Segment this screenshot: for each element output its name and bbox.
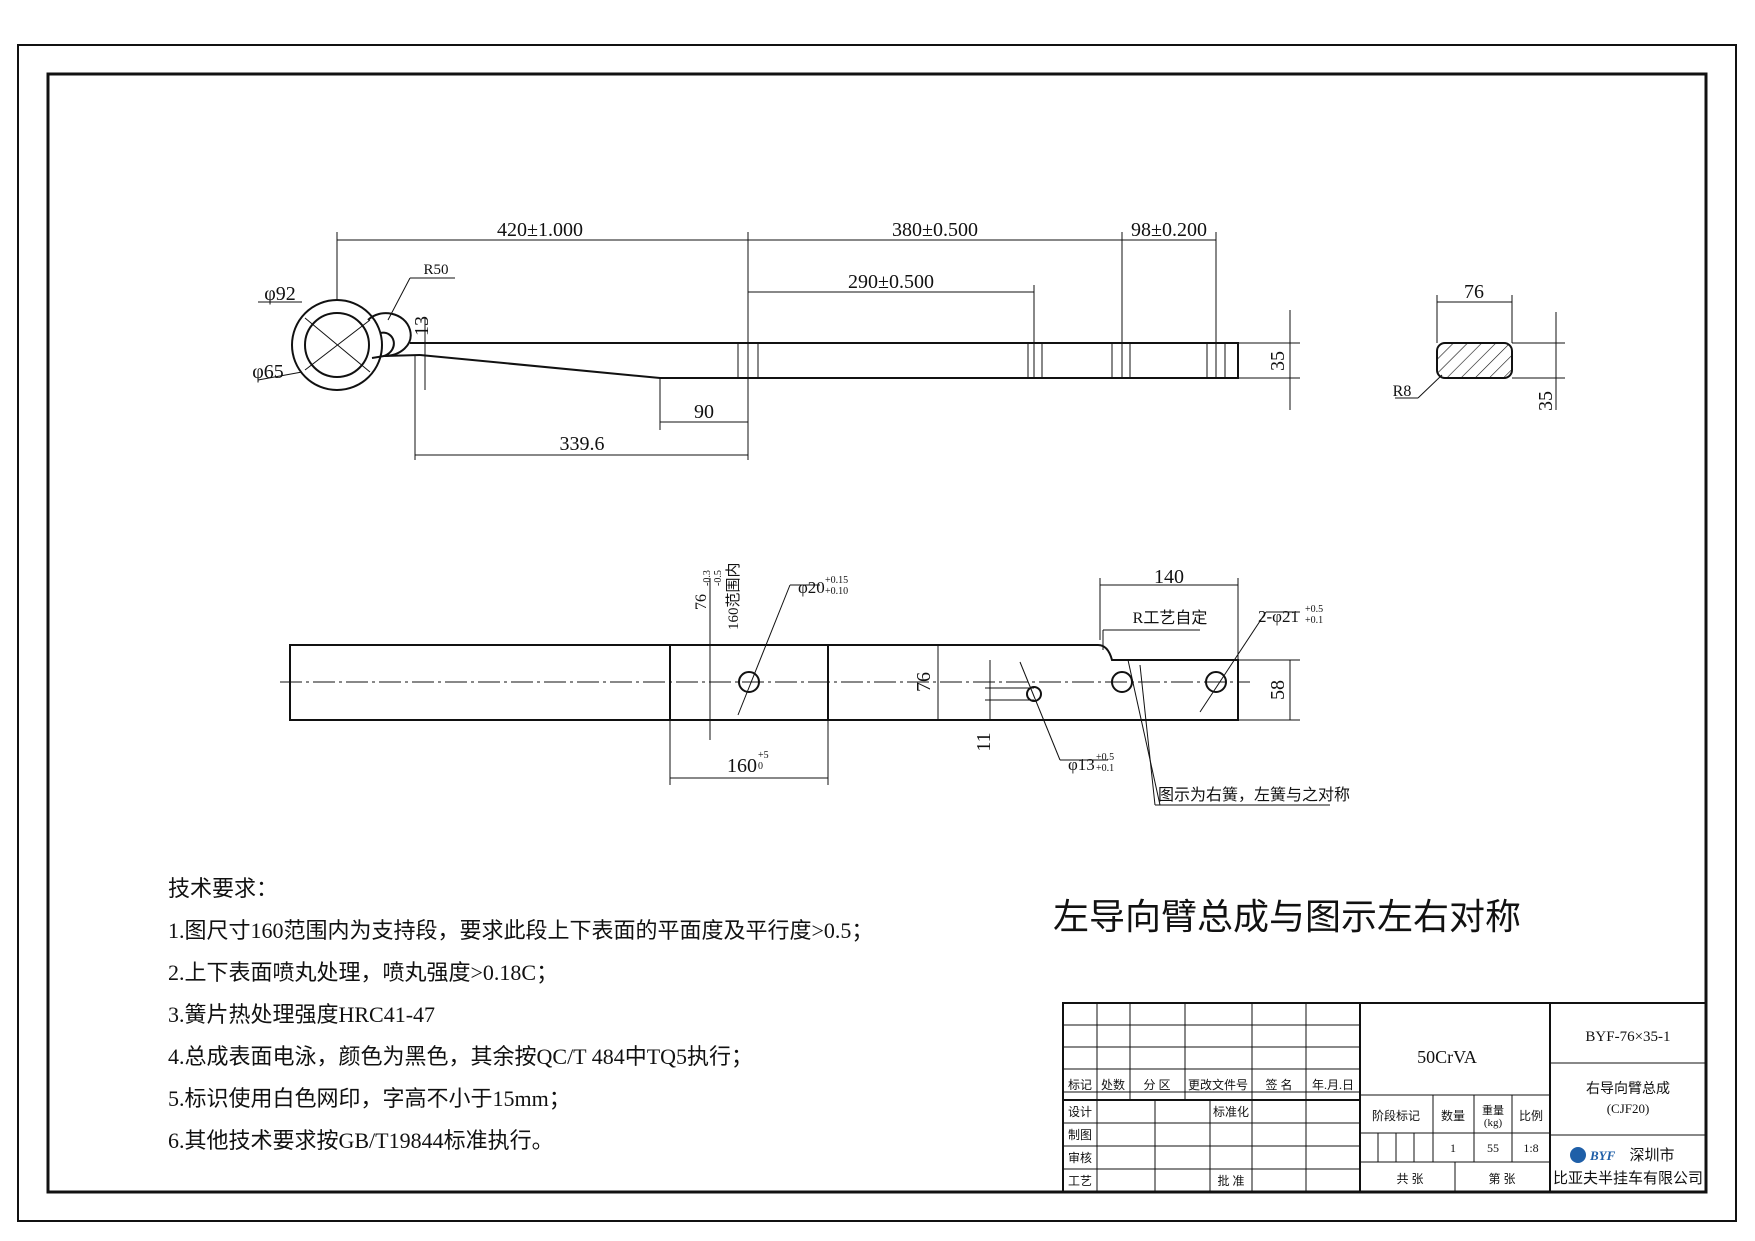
tech-requirement-2: 2.上下表面喷丸处理，喷丸强度>0.18C； — [168, 960, 559, 985]
rev-header-5: 年.月.日 — [1312, 1078, 1354, 1092]
dim-diameter-65: φ65 — [252, 361, 284, 383]
eye-inner-circle — [304, 312, 370, 378]
plan-dim-140: 140 — [1154, 566, 1184, 588]
plan-dim-11: 11 — [973, 732, 995, 751]
dim-13: 13 — [411, 316, 433, 336]
tech-requirements: 技术要求： 1.图尺寸160范围内为支持段，要求此段上下表面的平面度及平行度>0… — [168, 868, 873, 1162]
plan-dim-160: 160 — [727, 755, 757, 777]
plan-note-r: R工艺自定 — [1133, 609, 1208, 627]
stage-label: 阶段标记 — [1372, 1108, 1420, 1123]
rev-header-0: 标记 — [1068, 1078, 1092, 1092]
part-name: 右导向臂总成 — [1586, 1081, 1670, 1097]
blade-outline — [410, 342, 1239, 379]
weight-label: 重量(kg) — [1482, 1103, 1504, 1129]
row-process: 工艺 — [1068, 1174, 1092, 1188]
company-city: 深圳市 — [1629, 1147, 1674, 1164]
section-view: 76 R8 35 — [1393, 281, 1565, 411]
tech-requirement-5: 5.标识使用白色网印，字高不小于15mm； — [168, 1086, 571, 1111]
symmetry-note: 左导向臂总成与图示左右对称 — [1053, 897, 1522, 937]
drawing-no: BYF-76×35-1 — [1585, 1029, 1670, 1045]
qty-label: 数量 — [1441, 1108, 1465, 1123]
blade-join — [383, 354, 421, 357]
side-view-dimensions — [257, 232, 1300, 460]
row-design: 设计 — [1068, 1105, 1092, 1119]
inner-border — [46, 72, 1708, 1194]
part-code: (CJF20) — [1607, 1101, 1650, 1116]
plan-outline — [289, 644, 1239, 721]
plan-view-dimensions — [669, 578, 1330, 806]
dim-length-420: 420±1.000 — [497, 219, 583, 241]
scale-label: 比例 — [1519, 1109, 1543, 1123]
company-logo-text: BYF — [1589, 1148, 1616, 1163]
plan-hole-3-tol: +0.5+0.1 — [1096, 752, 1114, 774]
dim-diameter-92: φ92 — [264, 283, 296, 305]
side-view — [291, 299, 1239, 391]
qty-value: 1 — [1450, 1141, 1456, 1155]
section-dim-76: 76 — [1464, 281, 1484, 303]
dim-radius-r50: R50 — [423, 262, 448, 278]
dim-length-380: 380±0.500 — [892, 219, 978, 241]
dim-length-98: 98±0.200 — [1131, 219, 1207, 241]
plan-dim-160-range: 160范围内 — [725, 562, 742, 630]
approve-label: 批 准 — [1217, 1173, 1244, 1188]
company-name: 比亚夫半挂车有限公司 — [1553, 1170, 1703, 1187]
dim-length-290: 290±0.500 — [848, 271, 934, 293]
plan-view — [280, 644, 1250, 721]
plan-dim-58: 58 — [1267, 680, 1289, 700]
rev-header-3: 更改文件号 — [1188, 1077, 1248, 1092]
plan-dim-76-tol-label: 76 — [693, 594, 710, 610]
material-value: 50CrVA — [1417, 1047, 1477, 1067]
dim-339-6: 339.6 — [560, 433, 605, 455]
plan-hole-1-tol: +0.15+0.10 — [825, 575, 848, 597]
tech-requirement-6: 6.其他技术要求按GB/T19844标准执行。 — [168, 1128, 554, 1153]
plan-dim-76-tol: -0.3-0.5 — [702, 570, 724, 586]
company-logo: BYF — [1570, 1147, 1616, 1163]
std-label: 标准化 — [1213, 1105, 1249, 1119]
hole-marks — [737, 343, 1226, 378]
plan-dim-76: 76 — [913, 672, 935, 692]
hole-phi20 — [738, 671, 760, 693]
plan-hole-3-label: φ13 — [1068, 755, 1095, 774]
hole-phi21-a — [1111, 671, 1133, 693]
section-hatched-rect — [1436, 342, 1513, 379]
dim-thickness-35: 35 — [1267, 351, 1289, 371]
tech-requirement-4: 4.总成表面电泳，颜色为黑色，其余按QC/T 484中TQ5执行； — [168, 1044, 754, 1069]
row-drafting: 制图 — [1068, 1128, 1092, 1142]
total-sheets: 共 张 — [1396, 1172, 1423, 1186]
section-dim-r8: R8 — [1393, 383, 1412, 400]
section-dim-35: 35 — [1535, 391, 1557, 411]
scale-value: 1:8 — [1523, 1141, 1538, 1155]
hole-phi13 — [1026, 686, 1042, 702]
plan-hole-2-label: 2-φ21 — [1258, 607, 1299, 626]
sheet-no: 第 张 — [1488, 1172, 1515, 1186]
dim-90: 90 — [694, 401, 714, 423]
tech-requirements-title: 技术要求： — [168, 876, 279, 901]
weight-value: 55 — [1487, 1141, 1499, 1155]
outer-border — [17, 44, 1737, 1222]
hole-phi21-b — [1205, 671, 1227, 693]
tech-requirement-3: 3.簧片热处理强度HRC41-47 — [168, 1002, 436, 1027]
plan-hole-1-label: φ20 — [798, 578, 825, 597]
rev-header-4: 签 名 — [1265, 1077, 1292, 1092]
plan-note-right: 图示为右簧，左簧与之对称 — [1158, 785, 1350, 804]
rev-header-2: 分 区 — [1143, 1078, 1170, 1092]
title-block — [1062, 1002, 1707, 1193]
plan-hole-2-tol: +0.5+0.1 — [1305, 604, 1323, 626]
eye-dim-line-65 — [304, 319, 371, 371]
rev-header-1: 处数 — [1101, 1077, 1125, 1092]
tech-requirement-1: 1.图尺寸160范围内为支持段，要求此段上下表面的平面度及平行度>0.5； — [168, 918, 874, 943]
row-review: 审核 — [1068, 1150, 1092, 1165]
